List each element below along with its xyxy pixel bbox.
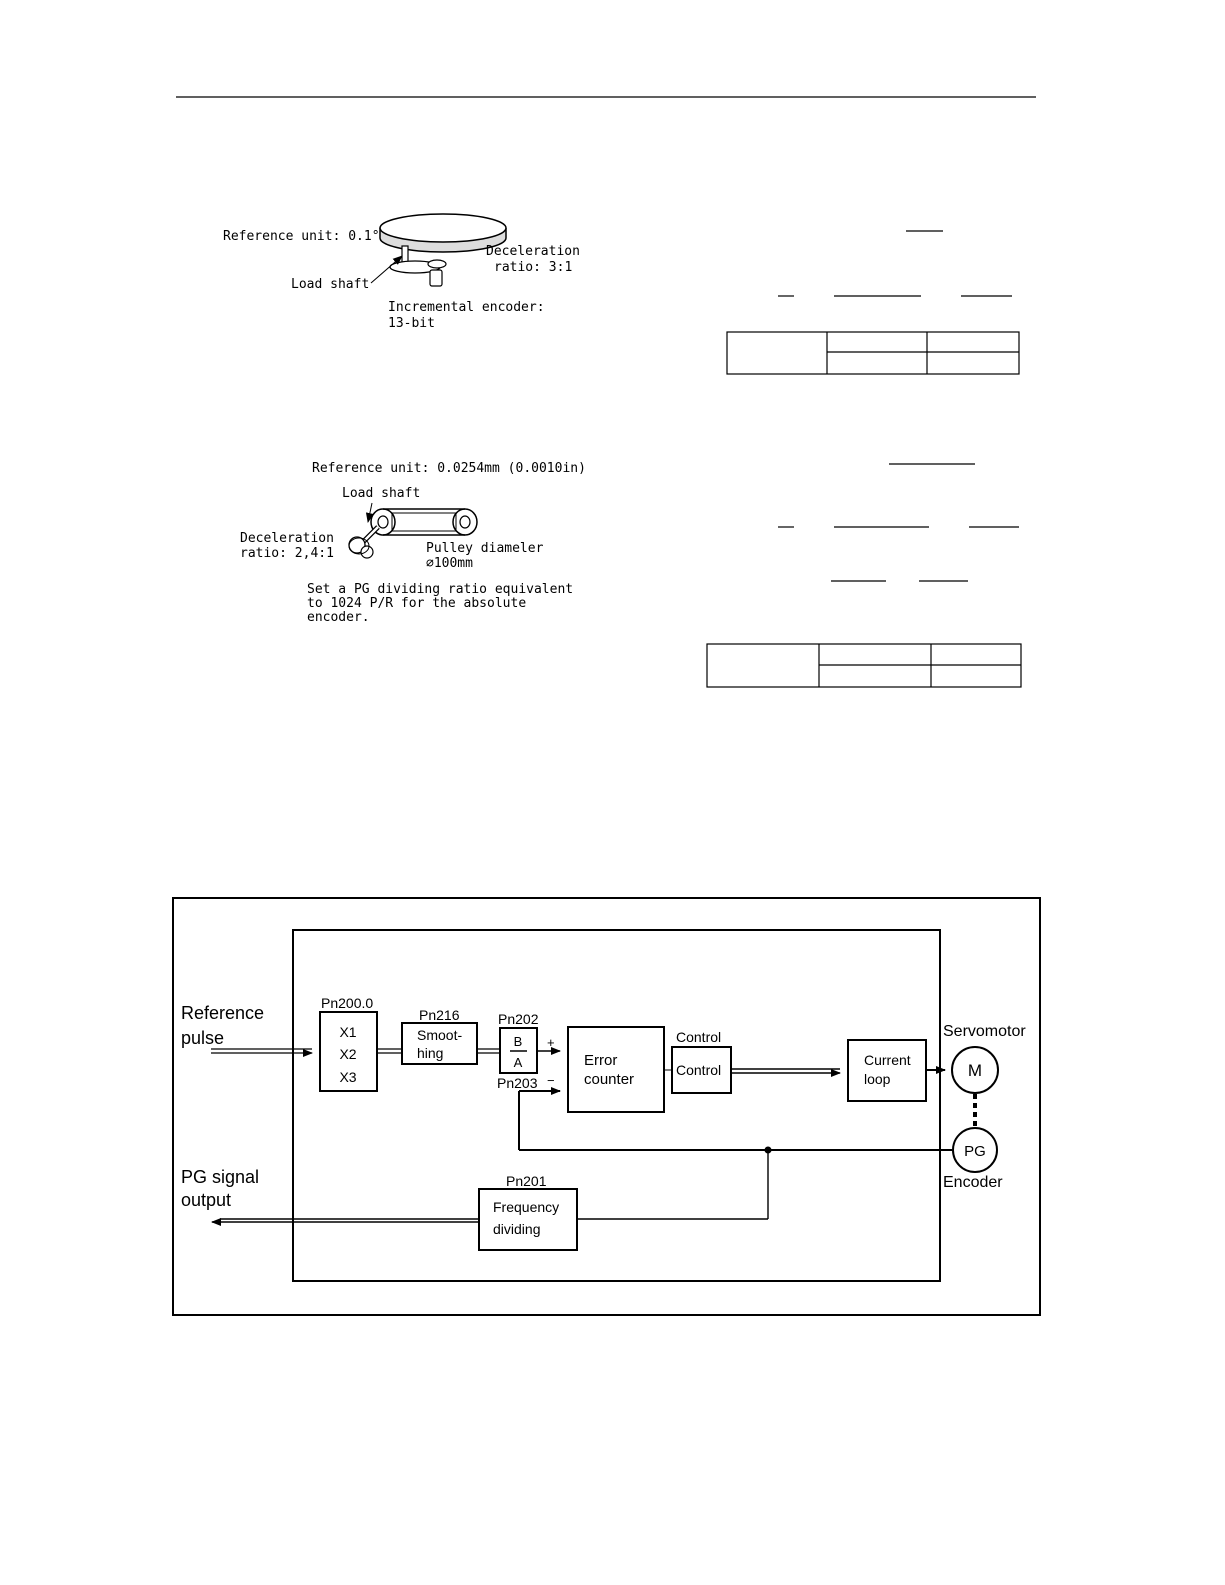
control-block — [671, 1046, 732, 1094]
frequency-dividing-line1: Frequency — [493, 1199, 559, 1215]
frequency-dividing-line2: dividing — [493, 1221, 540, 1237]
pg-symbol: PG — [964, 1143, 986, 1160]
example2-load-shaft: Load shaft — [342, 486, 420, 501]
diagram-frame — [172, 897, 1041, 1316]
example2-figure: Reference unit: 0.0254mm (0.0010in) Load… — [240, 461, 586, 625]
multiplier-x1: X1 — [339, 1024, 356, 1040]
control-box-text: Control — [676, 1062, 721, 1078]
smoothing-line1: Smoot- — [417, 1027, 462, 1043]
example1-deceleration-line2: ratio: 3:1 — [494, 260, 572, 275]
example2-note-line3: encoder. — [307, 610, 370, 625]
signal-lines — [211, 1047, 977, 1226]
error-counter-block — [567, 1026, 665, 1113]
plus-sign: + — [547, 1035, 555, 1050]
belt-pulley-illustration — [348, 502, 478, 559]
gear-numerator: B — [514, 1034, 523, 1049]
turntable-illustration — [370, 213, 507, 287]
example1-calculation — [726, 230, 1020, 375]
pg-encoder-circle — [952, 1127, 998, 1173]
example1-encoder-line1: Incremental encoder: — [388, 300, 545, 315]
error-counter-line1: Error — [584, 1052, 617, 1069]
example2-deceleration-line1: Deceleration — [240, 531, 334, 546]
gear-denominator: A — [514, 1055, 523, 1070]
example1-encoder-line2: 13-bit — [388, 316, 435, 331]
example2-pulley-line1: Pulley diameler — [426, 541, 544, 556]
current-loop-line2: loop — [864, 1071, 891, 1087]
reference-pulse-label-line2: pulse — [181, 1028, 224, 1048]
example1-figure: Reference unit: 0.1° Load shaft Decelera… — [223, 213, 580, 331]
motor-circle — [951, 1046, 999, 1094]
pn202-label: Pn202 — [498, 1011, 539, 1027]
example2-reference-unit: Reference unit: 0.0254mm (0.0010in) — [312, 461, 586, 476]
minus-sign: − — [547, 1073, 555, 1088]
example2-calculation — [706, 463, 1022, 688]
pn216-label: Pn216 — [419, 1007, 460, 1023]
smoothing-line2: hing — [417, 1045, 443, 1061]
reference-pulse-label-line1: Reference — [181, 1003, 264, 1023]
multiplier-x3: X3 — [339, 1069, 356, 1085]
control-label: Control — [676, 1029, 721, 1045]
motor-symbol: M — [968, 1061, 982, 1080]
example1-load-shaft: Load shaft — [291, 277, 369, 292]
current-loop-block — [847, 1039, 927, 1102]
encoder-label: Encoder — [943, 1174, 1003, 1191]
example1-reference-unit: Reference unit: 0.1° — [223, 229, 380, 244]
example2-deceleration-line2: ratio: 2,4:1 — [240, 546, 334, 561]
junction-dot — [764, 1146, 772, 1154]
current-loop-line1: Current — [864, 1052, 911, 1068]
example1-deceleration-line1: Deceleration — [486, 244, 580, 259]
example2-parameter-table — [706, 643, 1022, 688]
electronic-gear-block — [499, 1027, 538, 1074]
pn201-label: Pn201 — [506, 1173, 547, 1189]
pg-signal-label-line2: output — [181, 1190, 231, 1210]
example2-note-line1: Set a PG dividing ratio equivalent — [307, 582, 573, 597]
example1-parameter-table — [726, 331, 1020, 375]
pn203-label: Pn203 — [497, 1075, 538, 1091]
multiplier-block — [319, 1011, 378, 1092]
servomotor-label: Servomotor — [943, 1023, 1026, 1040]
smoothing-block — [401, 1022, 478, 1065]
multiplier-x2: X2 — [339, 1046, 356, 1062]
block-diagram: Reference pulse PG signal output Pn200.0… — [172, 897, 1041, 1316]
example2-pulley-line2: ⌀100mm — [426, 556, 473, 571]
frequency-dividing-block — [478, 1188, 578, 1251]
pn200-label: Pn200.0 — [321, 995, 373, 1011]
pg-signal-label-line1: PG signal — [181, 1167, 259, 1187]
error-counter-line2: counter — [584, 1071, 634, 1088]
servopack-boundary — [292, 929, 941, 1282]
example2-note-line2: to 1024 P/R for the absolute — [307, 596, 526, 611]
